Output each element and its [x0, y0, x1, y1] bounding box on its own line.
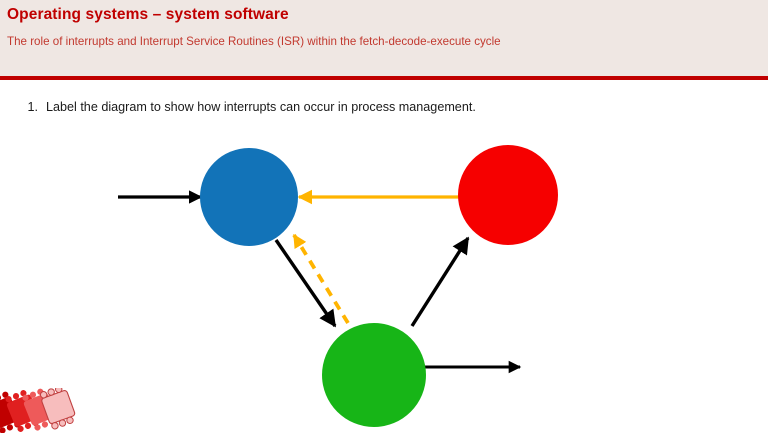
- red-circle[interactable]: [458, 145, 558, 245]
- slide-header-band: Operating systems – system software The …: [0, 0, 768, 76]
- green-circle[interactable]: [322, 323, 426, 427]
- chip-logo-shape-4: [39, 385, 76, 430]
- instruction-text: Label the diagram to show how interrupts…: [46, 100, 476, 114]
- chip-logo: [0, 385, 90, 434]
- page-title: Operating systems – system software: [7, 6, 289, 23]
- green-to-blue-dashed-arrow: [292, 233, 350, 324]
- instruction-item: 1. Label the diagram to show how interru…: [12, 100, 652, 114]
- header-divider-rule: [0, 76, 768, 80]
- page-subtitle: The role of interrupts and Interrupt Ser…: [7, 35, 501, 48]
- process-state-diagram: [0, 130, 768, 433]
- blue-to-green-arrow: [274, 239, 337, 328]
- green-to-red-arrow: [410, 236, 470, 327]
- instruction-number: 1.: [27, 100, 38, 114]
- blue-circle[interactable]: [200, 148, 298, 246]
